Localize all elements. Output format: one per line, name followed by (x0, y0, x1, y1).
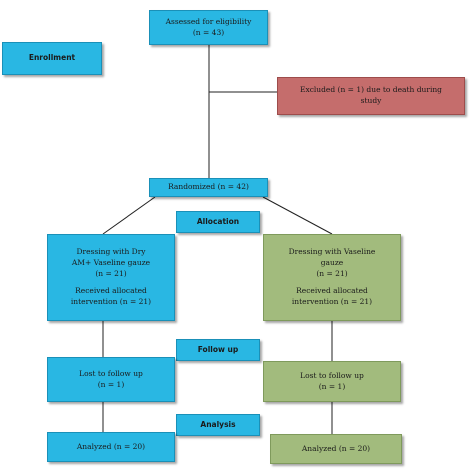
stage-analysis-label: Analysis (200, 419, 236, 429)
right-alloc-line5: intervention (n = 21) (291, 296, 373, 306)
left-followup-line1: Lost to follow up (79, 368, 143, 378)
left-arm-allocation-box: Dressing with Dry AM+ Vaseline gauze (n … (47, 234, 175, 321)
stage-allocation-label: Allocation (196, 216, 240, 226)
stage-follow-up-label: Follow up (197, 344, 239, 354)
excluded-box: Excluded (n = 1) due to death during stu… (277, 77, 465, 115)
assessed-count: (n = 43) (192, 27, 225, 37)
left-arm-followup-box: Lost to follow up (n = 1) (47, 357, 175, 402)
right-followup-line2: (n = 1) (318, 381, 346, 391)
assessed-title: Assessed for eligibility (165, 16, 252, 26)
left-alloc-line2: AM+ Vaseline gauze (71, 258, 151, 268)
stage-enrollment-label: Enrollment (28, 53, 76, 63)
right-alloc-line3: (n = 21) (316, 269, 348, 279)
stage-enrollment: Enrollment (2, 42, 102, 75)
stage-analysis: Analysis (176, 414, 260, 436)
left-alloc-line1: Dressing with Dry (76, 247, 146, 257)
right-analysis-label: Analyzed (n = 20) (301, 443, 371, 453)
connector-to-left-arm (102, 196, 156, 235)
left-alloc-line4: Received allocated (75, 285, 147, 295)
connector-to-right-arm (262, 196, 333, 235)
right-alloc-line2: gauze (320, 258, 344, 268)
left-analysis-label: Analyzed (n = 20) (76, 441, 146, 451)
left-followup-line2: (n = 1) (97, 379, 125, 389)
right-alloc-line1: Dressing with Vaseline (288, 247, 376, 257)
right-alloc-line4: Received allocated (296, 285, 368, 295)
right-arm-followup-box: Lost to follow up (n = 1) (263, 361, 401, 402)
right-arm-analysis-box: Analyzed (n = 20) (270, 434, 402, 464)
excluded-line2: study (360, 96, 382, 105)
stage-allocation: Allocation (176, 211, 260, 233)
right-arm-allocation-box: Dressing with Vaseline gauze (n = 21) Re… (263, 234, 401, 321)
randomized-label: Randomized (n = 42) (168, 182, 249, 192)
assessed-box: Assessed for eligibility (n = 43) (149, 10, 268, 45)
stage-follow-up: Follow up (176, 339, 260, 361)
excluded-line1: Excluded (n = 1) due to death during (299, 85, 442, 95)
left-alloc-line5: intervention (n = 21) (70, 296, 152, 306)
left-alloc-line3: (n = 21) (95, 269, 127, 279)
left-arm-analysis-box: Analyzed (n = 20) (47, 432, 175, 462)
randomized-box: Randomized (n = 42) (149, 178, 268, 197)
right-followup-line1: Lost to follow up (300, 370, 364, 380)
